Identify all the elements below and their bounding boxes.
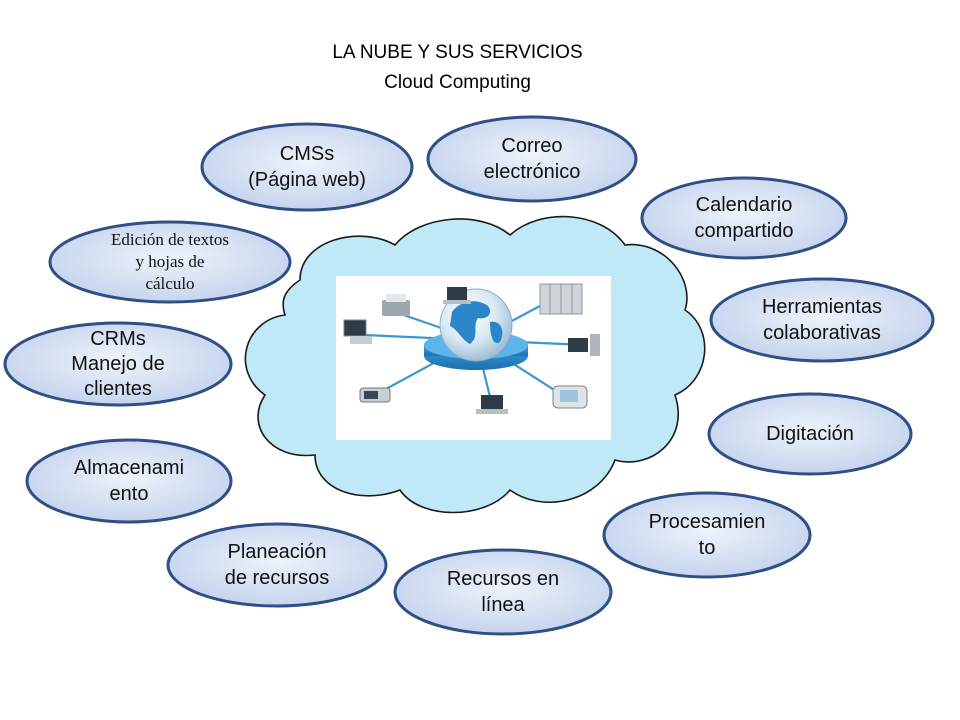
service-label-correo: Correo electrónico — [483, 135, 581, 183]
service-label-recursos-linea: Recursos en línea — [446, 568, 560, 616]
network-illustration — [336, 276, 611, 440]
oval-crm — [3, 321, 233, 407]
oval-edicion — [48, 220, 292, 304]
diagram-subtitle: Cloud Computing — [384, 72, 531, 93]
diagram-title: LA NUBE Y SUS SERVICIOS — [332, 42, 583, 63]
oval-planeacion — [166, 522, 388, 608]
oval-almacenamiento — [25, 438, 233, 524]
service-label-herramientas: Herramientas colaborativas — [761, 296, 883, 344]
service-label-cms: CMSs (Página web) — [248, 143, 366, 191]
service-label-crm: CRMs Manejo de clientes — [71, 327, 165, 400]
device-icons — [343, 283, 600, 414]
oval-herramientas — [709, 277, 935, 363]
oval-calendario — [640, 176, 848, 260]
service-label-planeacion: Planeación de recursos — [224, 541, 330, 589]
service-label-calendario: Calendario compartido — [694, 194, 794, 242]
oval-cms — [200, 122, 414, 212]
service-label-almacenamiento: Almacenami ento — [73, 457, 185, 505]
service-label-edicion: Edición de textos y hojas de cálculo — [110, 229, 230, 294]
oval-digitacion — [707, 392, 913, 476]
oval-correo — [426, 115, 638, 203]
service-label-procesamiento: Procesamien to — [648, 511, 766, 559]
service-label-digitacion: Digitación — [766, 423, 854, 445]
oval-procesamiento — [602, 491, 812, 579]
oval-recursos-linea — [393, 548, 613, 636]
